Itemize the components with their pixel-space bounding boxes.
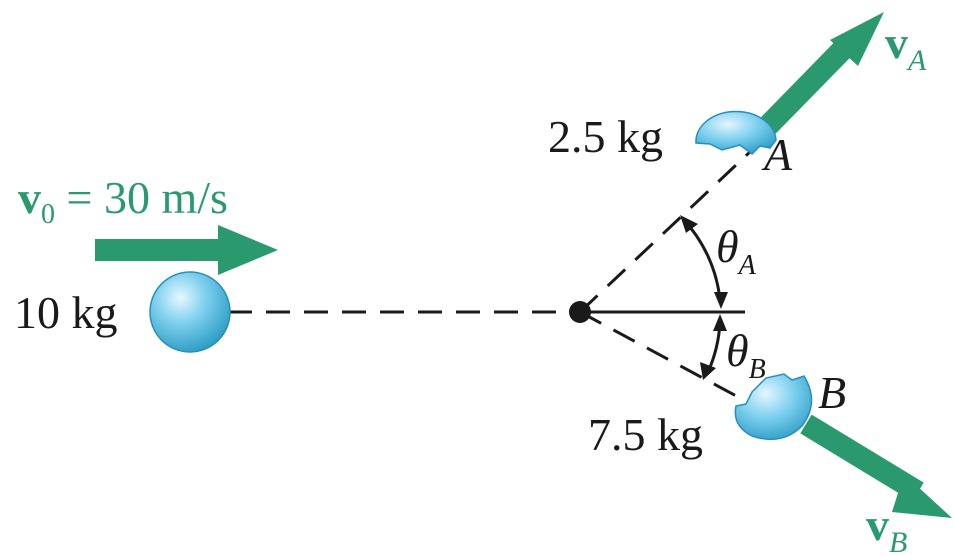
fragment-b: [734, 373, 813, 441]
theta-a-arrowhead-top: [680, 215, 698, 233]
point-a-label: A: [761, 129, 793, 180]
vb-subscript: B: [889, 526, 907, 556]
dashed-line-to-a: [578, 148, 754, 314]
fragment-a-mass-label: 2.5 kg: [548, 111, 663, 162]
theta-b-arrowhead-bottom: [700, 362, 716, 380]
v0-label: v0 = 30 m/s: [18, 172, 228, 230]
theta-a-arc: [681, 217, 722, 301]
dashed-line-to-b: [579, 310, 741, 400]
v0-subscript: 0: [41, 199, 55, 230]
explosion-point: [569, 301, 591, 323]
theta-b-arrowhead-top: [713, 314, 727, 331]
vb-label: vB: [866, 499, 907, 556]
theta-a-label: θA: [716, 221, 757, 281]
theta-b-label: θB: [726, 325, 766, 385]
fragment-a: [695, 110, 777, 155]
vb-symbol: v: [866, 499, 889, 550]
projectile-mass-label: 10 kg: [14, 287, 118, 338]
point-b-label: B: [818, 367, 846, 418]
va-symbol: v: [885, 17, 908, 68]
theta-a-arrowhead-bottom: [714, 292, 728, 309]
va-subscript: A: [906, 44, 927, 77]
v0-value: = 30 m/s: [55, 172, 228, 223]
theta-b-subscript: B: [749, 354, 766, 385]
va-arrow: [752, 12, 884, 142]
projectile-sphere: [149, 271, 231, 353]
theta-a-symbol: θ: [716, 221, 739, 272]
vb-arrow: [800, 414, 952, 518]
fragment-b-mass-label: 7.5 kg: [588, 409, 703, 460]
v0-symbol: v: [18, 172, 41, 223]
theta-a-subscript: A: [737, 250, 757, 281]
va-label: vA: [885, 17, 927, 77]
theta-b-symbol: θ: [726, 325, 749, 376]
v0-arrow: [95, 225, 278, 275]
